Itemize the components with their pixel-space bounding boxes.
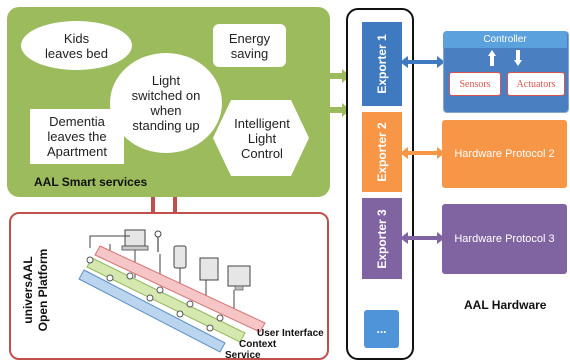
platform-title-line-2: Open Platform (36, 248, 50, 332)
layer-context: Context (239, 339, 277, 350)
bus-nodes (86, 256, 224, 332)
exporter-2-label: Exporter 2 (375, 122, 389, 182)
layer-user-interface: User Interface (257, 328, 324, 339)
energy-line-2: saving (230, 45, 269, 61)
hardware-protocol-3-label: Hardware Protocol 3 (454, 233, 555, 245)
connector-left (151, 197, 155, 214)
device-antenna-icon (154, 230, 162, 252)
dementia-line-1: Dementia (49, 114, 105, 129)
exporter-3-label: Exporter 3 (375, 208, 389, 269)
hardware-protocol-3-box: Hardware Protocol 3 (442, 204, 567, 274)
kids-leaves-bed-ellipse: Kids leaves bed (21, 21, 132, 70)
exporter-1: Exporter 1 (362, 22, 402, 106)
dementia-box: Dementia leaves the Apartment (30, 109, 124, 164)
aal-hardware-label: AAL Hardware (464, 298, 547, 312)
device-phone-icon (173, 245, 187, 269)
sensors-label: Sensors (459, 78, 491, 90)
controller-arrows (488, 50, 522, 66)
intelligent-line-2: Light (247, 130, 277, 146)
device-tablet-icon (199, 257, 219, 281)
services-to-exporters-arrows (330, 69, 350, 117)
exporter-1-label: Exporter 1 (375, 34, 389, 94)
kids-line-1: Kids (63, 30, 90, 46)
light-line-2: switched on (131, 88, 201, 103)
services-title: AAL Smart services (34, 175, 148, 189)
device-monitor-icon (227, 265, 251, 291)
service-layer-band (78, 269, 226, 353)
light-line-4: standing up (132, 118, 200, 133)
device-pc-icon (121, 229, 149, 251)
energy-line-1: Energy (228, 30, 271, 46)
dementia-line-3: Apartment (47, 144, 107, 159)
exporter-2: Exporter 2 (362, 112, 402, 192)
exporter-hardware-arrows (400, 56, 445, 244)
controller-label: Controller (483, 34, 527, 45)
more-exporters-box: ... (364, 310, 399, 348)
controller-box: Controller (443, 31, 567, 48)
intelligent-light-hexagon (213, 100, 309, 176)
ui-layer-band (94, 245, 266, 333)
intelligent-line-3: Control (241, 145, 283, 161)
context-layer-band (86, 257, 246, 343)
intelligent-light-text: Intelligent Light Control (223, 110, 301, 166)
layer-service: Service (225, 350, 261, 361)
hardware-protocol-2-label: Hardware Protocol 2 (454, 148, 555, 160)
light-line-3: when (150, 103, 182, 118)
dementia-line-2: leaves the (47, 129, 107, 144)
hardware-protocol-2-box: Hardware Protocol 2 (442, 120, 567, 188)
more-exporters-label: ... (376, 322, 387, 336)
kids-line-2: leaves bed (45, 45, 108, 61)
energy-saving-box: Energy saving (213, 24, 286, 67)
sensors-box: Sensors (449, 72, 501, 96)
light-switched-on-circle: Light switched on when standing up (110, 53, 222, 153)
actuators-box: Actuators (507, 72, 565, 96)
platform-title: universAAL Open Platform (10, 245, 62, 335)
light-line-1: Light (151, 73, 181, 88)
intelligent-line-1: Intelligent (234, 115, 290, 131)
actuators-label: Actuators (516, 78, 556, 90)
platform-bus-illustration (78, 229, 266, 353)
platform-title-line-1: universAAL (21, 256, 35, 324)
exporter-3: Exporter 3 (362, 198, 402, 279)
connector-right (173, 197, 177, 214)
